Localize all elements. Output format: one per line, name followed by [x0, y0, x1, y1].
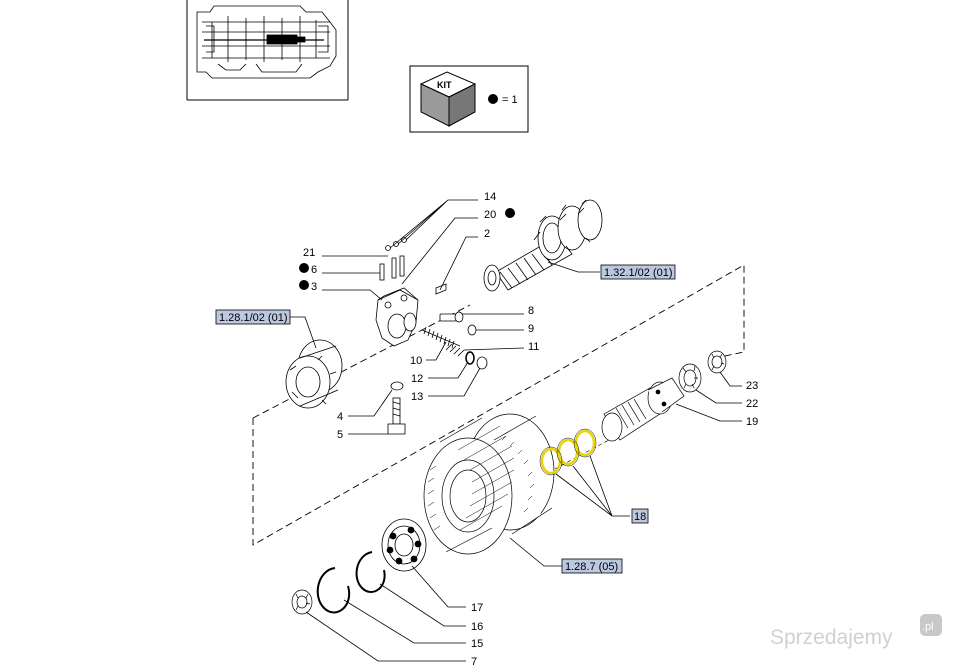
callout-13: 13 [411, 391, 423, 403]
sync-rings-outline [539, 428, 597, 476]
clutch-hub-part [601, 377, 685, 442]
callout-19: 19 [746, 416, 758, 428]
washer-4-part [390, 381, 404, 391]
reference-1-28-7-label: 1.28.7 (05) [565, 561, 618, 573]
sliding-gear-part [285, 339, 343, 409]
callout-10: 10 [410, 355, 422, 367]
kit-bullet-3-icon [299, 280, 309, 290]
kit-legend: KIT = 1 [409, 65, 529, 133]
thumbnail-inset [186, 0, 349, 101]
callout-11: 11 [528, 341, 539, 353]
gearbox-thumbnail-icon [196, 5, 337, 79]
callout-22: 22 [746, 398, 758, 410]
sync-rings-part [540, 429, 596, 475]
main-shaft-part [483, 199, 603, 292]
ring-12-part [465, 351, 475, 365]
kit-cube-icon [419, 71, 477, 127]
watermark-text: Sprzedajemy [770, 626, 893, 649]
watermark-badge-text: .pl [922, 621, 934, 633]
watermark-badge-icon [920, 614, 942, 636]
needle-bearing-23-part [707, 350, 727, 374]
callout-numbers: 14 20 2 21 6 3 8 9 10 11 12 13 4 5 23 22… [303, 191, 758, 668]
reference-1-32-1-label: 1.32.1/02 (01) [604, 267, 673, 279]
callout-20: 20 [484, 209, 496, 221]
ball-bearing-17-part [381, 518, 427, 572]
snap-ring-16-part [355, 551, 386, 593]
reference-1-28-1[interactable]: 1.28.1/02 (01) [215, 309, 291, 325]
ball-13-part [476, 356, 488, 370]
leader-lines [290, 199, 742, 662]
needle-bearing-7-part [291, 589, 313, 615]
reference-1-32-1[interactable]: 1.32.1/02 (01) [600, 264, 676, 280]
reference-1-28-7[interactable]: 1.28.7 (05) [561, 558, 623, 574]
callout-23: 23 [746, 380, 758, 392]
shift-fork-part [375, 287, 419, 347]
kit-bullet-20-icon [505, 208, 515, 218]
callout-6: 6 [311, 264, 317, 276]
callout-7: 7 [471, 656, 477, 668]
watermark: Sprzedajemy .pl [770, 614, 942, 649]
callout-15: 15 [471, 638, 483, 650]
clutch-drum-part [423, 413, 555, 555]
snap-ring-15-part [316, 567, 351, 614]
callout-8: 8 [528, 305, 534, 317]
kit-label: KIT [437, 80, 452, 90]
callout-16: 16 [471, 621, 483, 633]
callout-14: 14 [484, 191, 496, 203]
assembly-outline [252, 264, 745, 546]
washer-9-part [467, 324, 477, 336]
reference-18-label: 18 [634, 511, 646, 523]
kit-equals-text: = 1 [502, 94, 518, 106]
bolt-5-part [387, 397, 406, 435]
callout-5: 5 [337, 429, 343, 441]
kit-bullet-6-icon [299, 263, 309, 273]
callout-2: 2 [484, 228, 490, 240]
callout-3: 3 [311, 281, 317, 293]
callout-9: 9 [528, 323, 534, 335]
reference-18[interactable]: 18 [631, 508, 649, 524]
needle-bearing-22-part [678, 363, 702, 393]
assembly-axis [252, 304, 471, 419]
callout-17: 17 [471, 602, 483, 614]
pins-part [379, 237, 447, 295]
reference-1-28-1-label: 1.28.1/02 (01) [219, 312, 288, 324]
screw-8-part [439, 311, 464, 323]
callout-12: 12 [411, 373, 423, 385]
kit-bullet-icon [488, 94, 498, 104]
callout-21: 21 [303, 247, 315, 259]
spring-10-part [421, 326, 461, 349]
callout-4: 4 [337, 411, 343, 423]
spring-11-part [445, 343, 465, 357]
